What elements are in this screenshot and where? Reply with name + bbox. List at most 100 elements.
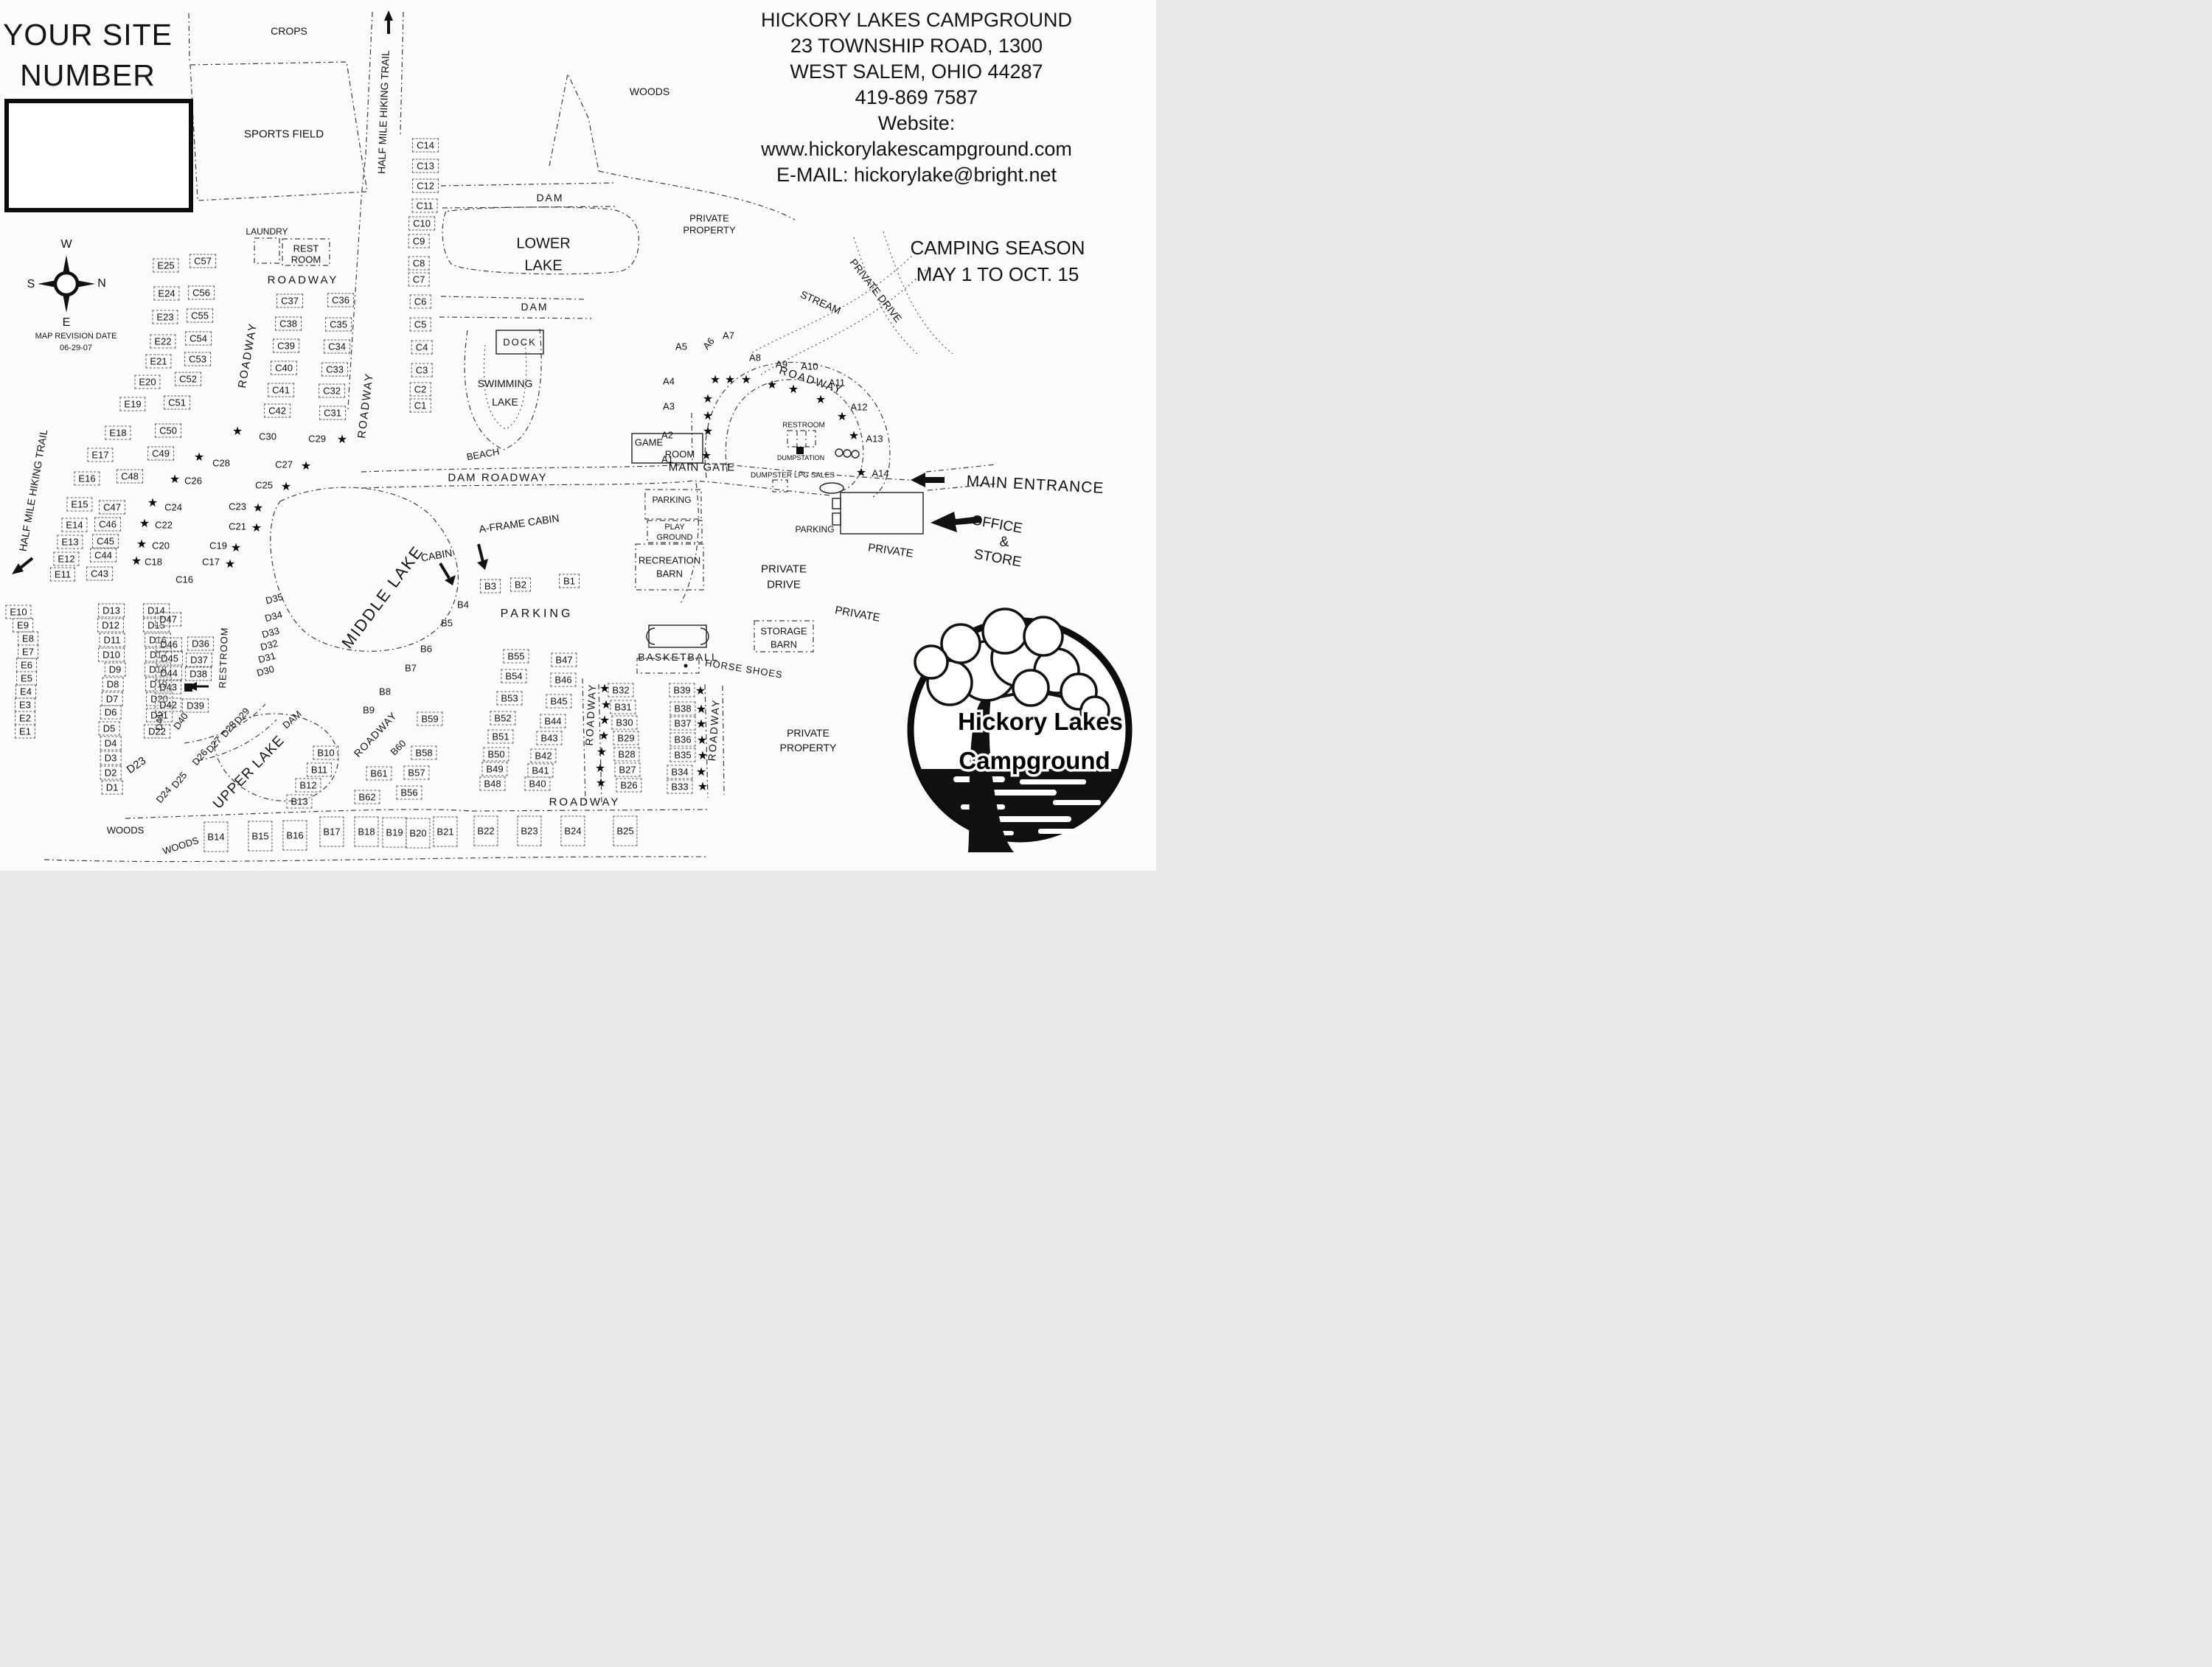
basketball-court [648, 624, 707, 648]
label-swimming-lake-1: SWIMMING [477, 377, 533, 389]
site-e16: E16 [74, 471, 100, 486]
middle-lake-outline [270, 487, 459, 652]
label-office-amp: & [999, 535, 1009, 550]
site-b38: B38 [669, 701, 696, 716]
site-d43: D43 [155, 680, 181, 695]
site-b22: B22 [473, 815, 498, 846]
label-lower-lake-1: LOWER [516, 235, 571, 252]
star-icon: ★ [232, 425, 243, 438]
site-c53: C53 [184, 352, 211, 366]
site-d6: D6 [100, 705, 122, 720]
star-icon: ★ [836, 411, 848, 423]
site-a5: A5 [675, 341, 687, 352]
office-arrow-icon [931, 512, 981, 532]
site-b40: B40 [524, 776, 551, 791]
header-street: 23 TOWNSHIP ROAD, 1300 [790, 35, 1043, 57]
compass-n: N [97, 277, 106, 290]
dumpstation-marker [796, 447, 804, 454]
label-roadway-top: ROADWAY [267, 274, 339, 287]
star-icon: ★ [695, 766, 707, 779]
site-e12: E12 [53, 551, 80, 566]
star-icon: ★ [695, 703, 707, 716]
star-icon: ★ [700, 450, 712, 462]
site-b35: B35 [669, 748, 696, 762]
site-b2: B2 [510, 577, 531, 592]
site-e3: E3 [15, 697, 35, 712]
site-b52: B52 [490, 711, 516, 725]
site-e2: E2 [15, 711, 35, 725]
label-restroom-a: RESTROOM [782, 421, 825, 430]
site-e7: E7 [18, 644, 38, 659]
site-c54: C54 [185, 331, 212, 346]
site-b17: B17 [319, 816, 344, 847]
label-game-room-1: GAME [634, 436, 664, 448]
site-b11: B11 [306, 762, 333, 777]
site-e25: E25 [153, 258, 179, 273]
star-icon: ★ [594, 762, 606, 775]
site-b36: B36 [669, 732, 696, 747]
site-d8: D8 [102, 677, 124, 692]
site-c29: C29 [308, 433, 326, 445]
site-c32: C32 [319, 383, 345, 398]
site-b6: B6 [420, 643, 432, 655]
star-icon: ★ [169, 473, 181, 486]
site-b26: B26 [616, 778, 642, 793]
site-c45: C45 [92, 534, 119, 549]
site-e24: E24 [153, 286, 180, 301]
site-b1: B1 [559, 574, 580, 588]
site-b18: B18 [354, 816, 379, 847]
compass-s: S [27, 278, 35, 290]
site-e9: E9 [13, 618, 33, 633]
star-icon: ★ [596, 746, 608, 759]
site-b12: B12 [295, 778, 321, 793]
label-game-room-2: ROOM [664, 448, 695, 460]
site-b42: B42 [530, 748, 557, 763]
label-dumpstation: DUMPSTATION [776, 454, 825, 462]
restroom-a-outline [787, 430, 816, 448]
site-c23: C23 [229, 501, 246, 512]
site-b59: B59 [417, 711, 443, 726]
compass-rose-icon [38, 255, 95, 313]
site-b27: B27 [614, 762, 641, 777]
site-a4: A4 [663, 375, 675, 387]
site-c28: C28 [212, 457, 230, 469]
site-c43: C43 [86, 566, 113, 581]
site-b28: B28 [613, 747, 640, 762]
label-recreation-barn-1: RECREATION [638, 554, 701, 566]
rest-room-outline [282, 238, 330, 266]
star-icon: ★ [147, 497, 159, 509]
site-c36: C36 [327, 293, 354, 307]
site-d11: D11 [99, 633, 125, 647]
site-c25: C25 [255, 479, 273, 491]
compass-e: E [62, 316, 71, 329]
lower-lake-outline [442, 206, 639, 275]
star-icon: ★ [224, 558, 236, 571]
upper-lake-outline [213, 713, 339, 802]
label-parking-b: PARKING [500, 608, 574, 620]
site-c26: C26 [184, 475, 202, 487]
site-b57: B57 [403, 765, 430, 780]
site-c52: C52 [175, 372, 201, 386]
site-c33: C33 [321, 362, 348, 377]
site-c22: C22 [155, 519, 173, 531]
site-b58: B58 [411, 745, 437, 760]
site-c42: C42 [264, 403, 291, 418]
your-site-number-line1: YOUR SITE [3, 18, 173, 52]
site-c13: C13 [412, 159, 439, 173]
site-e6: E6 [16, 658, 37, 672]
star-icon: ★ [280, 481, 292, 493]
site-b19: B19 [382, 817, 407, 848]
your-site-number-line2: NUMBER [20, 58, 156, 92]
your-site-number-title: YOUR SITE NUMBER [0, 15, 175, 96]
star-icon: ★ [599, 683, 611, 695]
site-c37: C37 [276, 293, 303, 308]
site-e15: E15 [66, 497, 93, 512]
site-a12: A12 [850, 401, 868, 413]
site-a1: A1 [661, 453, 673, 465]
star-icon: ★ [815, 394, 827, 406]
camping-season-line1: CAMPING SEASON [910, 237, 1085, 259]
site-b29: B29 [613, 731, 639, 745]
site-a14: A14 [872, 467, 889, 479]
site-c19: C19 [209, 540, 227, 551]
header-website-label: Website: [877, 112, 956, 134]
